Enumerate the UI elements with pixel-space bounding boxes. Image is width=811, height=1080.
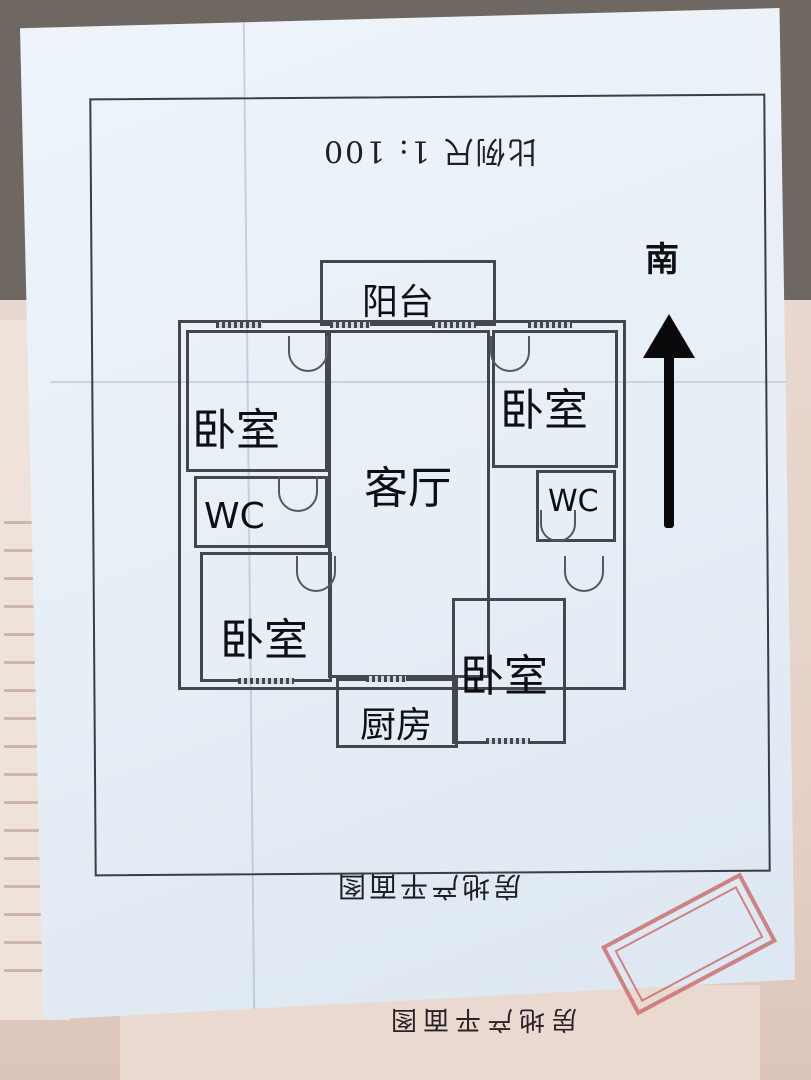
apartment-outer-wall <box>178 320 626 690</box>
wc-left-room <box>194 476 328 548</box>
window-top-left <box>216 322 262 328</box>
door-swing-wc-left <box>278 476 318 512</box>
north-arrow-shaft <box>664 350 674 528</box>
window-balcony-left <box>330 322 370 328</box>
window-balcony-right <box>432 322 476 328</box>
wc-right-room <box>536 470 616 542</box>
bedroom-bottom-left-label: 卧室 <box>220 615 308 666</box>
living-room-label: 客厅 <box>364 463 452 514</box>
balcony-label: 阳台 <box>362 282 435 323</box>
window-kitchen <box>366 676 406 682</box>
bedroom-top-left-room <box>186 330 328 472</box>
book-caption: 房地产平面图 <box>385 1004 578 1034</box>
door-swing-bedroom-bottom-left <box>296 556 336 592</box>
scale-text: 比例尺 1: 100 <box>322 133 538 168</box>
bedroom-bottom-right-label: 卧室 <box>460 651 548 702</box>
door-swing-living-top-left <box>288 336 328 372</box>
door-swing-bedroom-bottom-right <box>564 556 604 592</box>
bedroom-top-right-label: 卧室 <box>500 385 588 436</box>
living-room <box>328 330 490 678</box>
door-swing-living-top-right <box>490 336 530 372</box>
kitchen-label: 厨房 <box>360 705 433 746</box>
sheet-horizontal-fold <box>50 381 795 383</box>
bedroom-top-left-label: 卧室 <box>192 405 280 456</box>
balcony-room <box>320 260 496 326</box>
window-top-right <box>528 322 572 328</box>
door-swing-wc-right <box>540 510 576 542</box>
south-direction-label: 南 <box>645 240 679 280</box>
wc-left-label: WC <box>204 496 265 537</box>
window-bottom-left <box>238 678 294 684</box>
window-bottom-right <box>486 738 530 744</box>
bedroom-top-right-room <box>492 330 618 468</box>
plan-caption: 房地产平面图 <box>335 870 522 903</box>
